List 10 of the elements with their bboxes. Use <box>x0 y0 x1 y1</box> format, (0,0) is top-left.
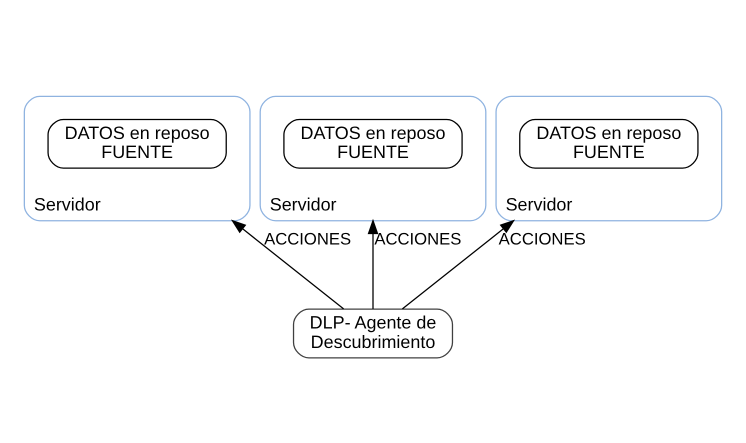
node-box: DATOS en reposo FUENTE <box>519 118 699 168</box>
edge-label: ACCIONES <box>264 228 352 248</box>
node-box: DATOS en reposo FUENTE <box>283 118 463 168</box>
edge-label: ACCIONES <box>498 228 586 248</box>
arrow <box>230 219 344 309</box>
edge-label: ACCIONES <box>374 228 462 248</box>
arrow <box>368 218 378 308</box>
arrow <box>402 219 516 309</box>
node-box: DATOS en reposo FUENTE <box>47 118 227 168</box>
node-box: DLP- Agente de Descubrimiento <box>292 308 454 358</box>
